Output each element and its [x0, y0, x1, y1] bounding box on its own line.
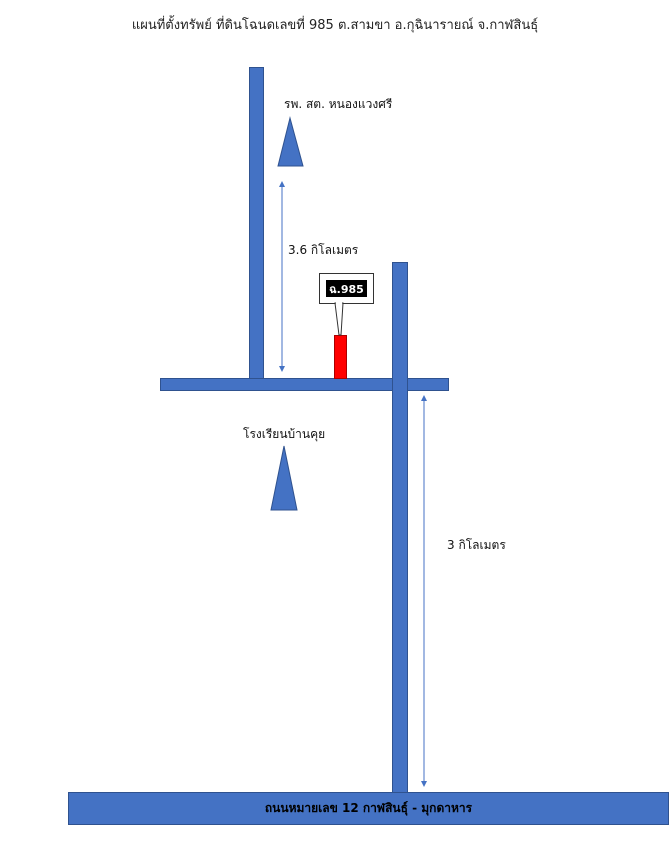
distance-label-north: 3.6 กิโลเมตร	[288, 243, 359, 257]
distance-label-east: 3 กิโลเมตร	[447, 538, 506, 552]
health-center-label: รพ. สต. หนองแวงศรี	[284, 97, 393, 111]
map-title: แผนที่ตั้งทรัพย์ ที่ดินโฉนดเลขที่ 985 ต.…	[131, 18, 539, 33]
road-horizontal	[160, 378, 449, 391]
property-callout: ฉ.985	[319, 273, 374, 304]
health-center-triangle-icon	[277, 116, 304, 167]
highway-label: ถนนหมายเลข 12 กาฬสินธุ์ - มุกดาหาร	[264, 801, 473, 815]
callout-pointer	[334, 302, 344, 336]
highway-road	[68, 792, 669, 825]
property-callout-text: ฉ.985	[326, 280, 367, 297]
school-triangle-icon	[270, 445, 298, 511]
school-label: โรงเรียนบ้านคุย	[243, 427, 326, 441]
